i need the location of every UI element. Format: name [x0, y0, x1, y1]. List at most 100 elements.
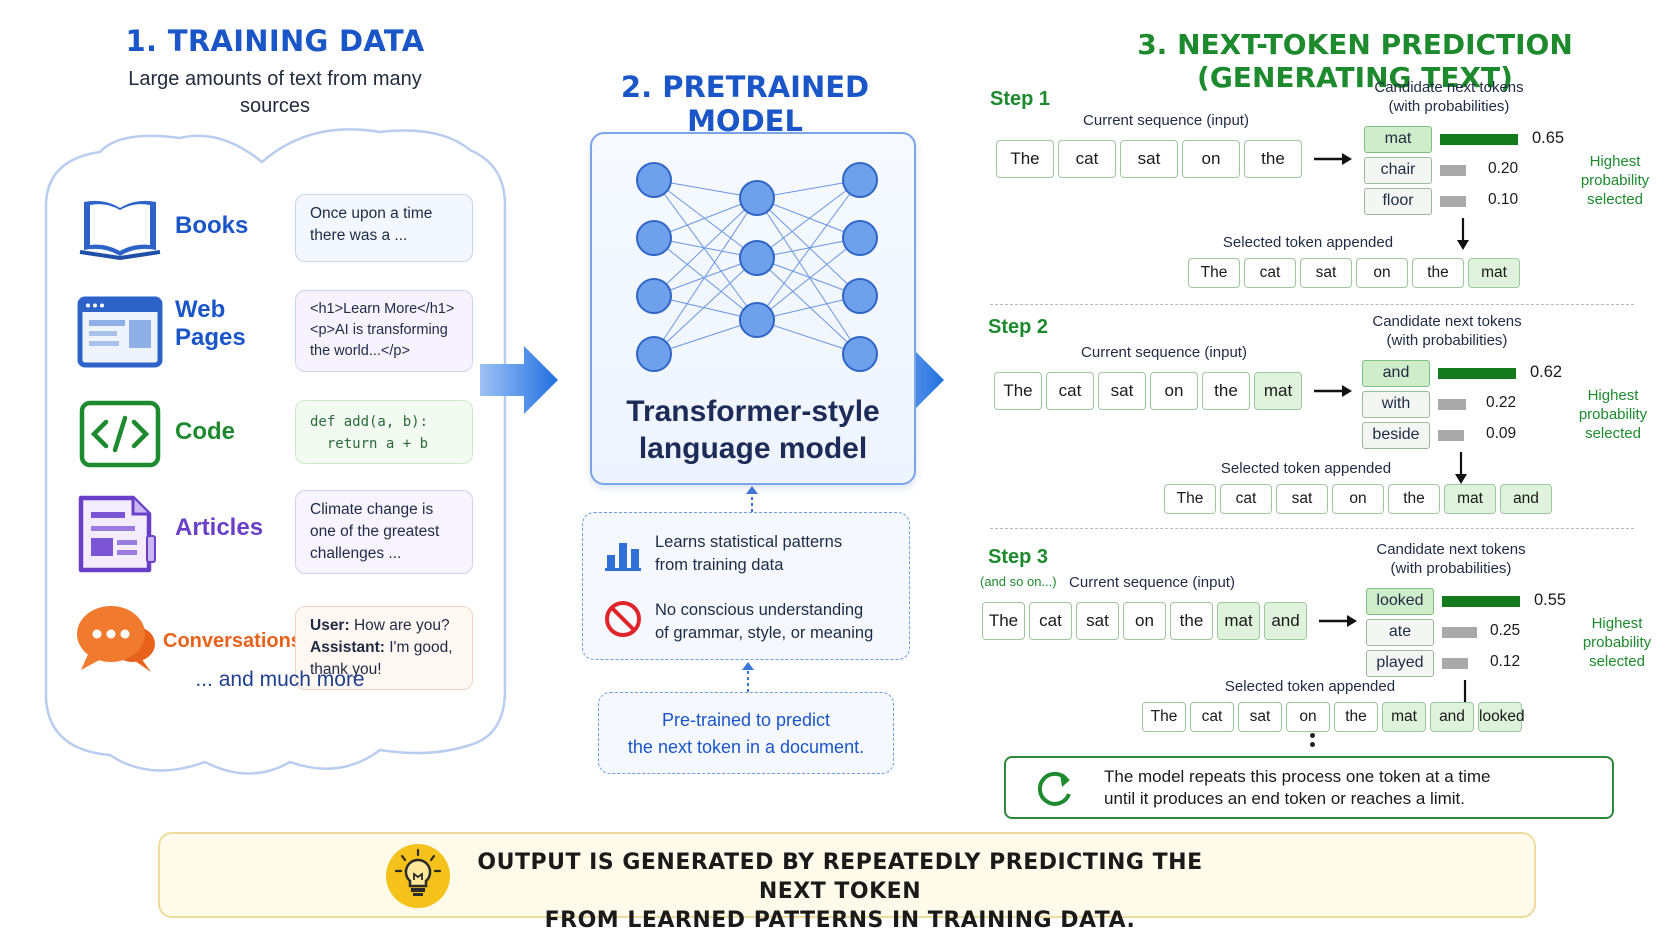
- web-page-icon: [77, 296, 163, 368]
- fact-1-line-2: from training data: [655, 556, 784, 574]
- dashed-up-arrow-icon-1: [746, 486, 758, 512]
- candidate-tokens-label: Candidate next tokens(with probabilities…: [1356, 540, 1546, 578]
- arrow-down-icon: [1452, 452, 1470, 486]
- input-token: mat: [1217, 602, 1260, 640]
- highest-note-line-1: Highest: [1591, 615, 1643, 632]
- probability-bar: [1440, 196, 1466, 207]
- refresh-icon: [1037, 771, 1071, 806]
- input-token: The: [982, 602, 1025, 640]
- open-book-icon: [79, 200, 161, 260]
- probability-value: 0.65: [1532, 129, 1565, 147]
- highest-note-line-1: Highest: [1587, 387, 1639, 404]
- repeat-process-box: [1004, 756, 1614, 819]
- probability-value: 0.20: [1488, 160, 1519, 177]
- candidate-token: looked: [1366, 588, 1434, 615]
- output-token: sat: [1300, 258, 1352, 288]
- source-articles: Articles Climate change is one of the gr…: [75, 490, 475, 574]
- input-token: on: [1182, 140, 1240, 178]
- input-token: on: [1150, 372, 1198, 410]
- probability-bar: [1442, 658, 1468, 669]
- step-divider-1: [990, 304, 1634, 305]
- output-token: the: [1334, 702, 1378, 732]
- output-token: sat: [1238, 702, 1282, 732]
- fact-2-line-2: of grammar, style, or meaning: [655, 624, 874, 642]
- model-name-line-1: Transformer-style: [626, 395, 880, 428]
- chat-bubbles-icon: [77, 606, 155, 672]
- output-token: and: [1500, 484, 1552, 514]
- source-example-code: def add(a, b): return a + b: [295, 400, 473, 464]
- arrow-right-icon-1: [480, 346, 558, 414]
- candidate-token: ate: [1366, 619, 1434, 646]
- candidate-tokens-label: Candidate next tokens(with probabilities…: [1354, 78, 1544, 116]
- candidates-line-1: Candidate next tokens: [1376, 541, 1526, 558]
- input-token: the: [1244, 140, 1302, 178]
- pretrained-line-1: Pre-trained to predict: [661, 710, 831, 730]
- highest-note-line-1: Highest: [1589, 153, 1641, 170]
- conversation-user-line: User: How are you?: [310, 615, 458, 637]
- source-web-pages: Web Pages <h1>Learn More</h1> <p>AI is t…: [75, 290, 475, 372]
- input-token: cat: [1058, 140, 1116, 178]
- candidates-line-1: Candidate next tokens: [1372, 313, 1522, 330]
- input-token: sat: [1076, 602, 1119, 640]
- training-data-subtitle: Large amounts of text from many sources: [128, 68, 422, 117]
- dashed-up-arrow-icon-2: [742, 662, 754, 692]
- candidates-line-2: (with probabilities): [1386, 332, 1508, 349]
- neural-network-icon: [636, 162, 878, 372]
- article-icon: [78, 495, 156, 573]
- highest-note-line-2: probability: [1582, 634, 1652, 651]
- candidate-token: chair: [1364, 157, 1432, 184]
- input-token: the: [1170, 602, 1213, 640]
- bar-chart-icon: [605, 543, 641, 571]
- input-token: sat: [1120, 140, 1178, 178]
- next-token-prediction-title: 3. NEXT-TOKEN PREDICTION (GENERATING TEX…: [1137, 28, 1573, 94]
- user-message: How are you?: [349, 617, 450, 634]
- light-bulb-icon: [386, 844, 450, 908]
- arrow-down-icon: [1454, 218, 1472, 252]
- arrow-right-icon: [1314, 150, 1354, 168]
- repeat-line-2: until it produces an end token or reache…: [1104, 789, 1465, 808]
- current-sequence-label: Current sequence (input): [1081, 344, 1247, 361]
- input-token: cat: [1046, 372, 1094, 410]
- source-conversations: Conversations User: How are you? Assista…: [75, 600, 475, 690]
- fact-no-understanding: No conscious understanding of grammar, s…: [655, 599, 873, 645]
- repeat-line-1: The model repeats this process one token…: [1104, 767, 1491, 786]
- candidates-line-2: (with probabilities): [1388, 98, 1510, 115]
- source-books: Books Once upon a time there was a ...: [75, 190, 475, 270]
- output-token: The: [1188, 258, 1240, 288]
- probability-value: 0.09: [1486, 425, 1517, 442]
- candidate-token: mat: [1364, 126, 1432, 153]
- probability-bar: [1438, 368, 1516, 379]
- probability-bar: [1438, 399, 1466, 410]
- current-sequence-label: Current sequence (input): [1069, 574, 1235, 591]
- output-token: the: [1412, 258, 1464, 288]
- highest-note-line-3: selected: [1587, 191, 1643, 208]
- output-token: mat: [1382, 702, 1426, 732]
- assistant-message: I'm good, thank you!: [310, 639, 453, 678]
- output-token: The: [1142, 702, 1186, 732]
- pretrained-line-2: the next token in a document.: [627, 737, 865, 757]
- conclusion-line-1: OUTPUT IS GENERATED BY REPEATEDLY PREDIC…: [477, 850, 1203, 904]
- output-token: looked: [1478, 702, 1525, 732]
- user-speaker: User:: [310, 617, 350, 634]
- arrow-right-icon: [1319, 612, 1359, 630]
- highest-note-line-2: probability: [1578, 406, 1648, 423]
- and-much-more-text: ... and much more: [195, 668, 365, 691]
- source-label-code: Code: [175, 418, 235, 445]
- conclusion-text: OUTPUT IS GENERATED BY REPEATEDLY PREDIC…: [440, 848, 1240, 935]
- input-token: sat: [1098, 372, 1146, 410]
- output-token: on: [1332, 484, 1384, 514]
- output-token: cat: [1244, 258, 1296, 288]
- pretrained-objective-box: Pre-trained to predict the next token in…: [598, 692, 894, 774]
- source-example-web-pages: <h1>Learn More</h1> <p>AI is transformin…: [295, 290, 473, 372]
- candidate-token: beside: [1362, 422, 1430, 449]
- step-label: Step 2: [988, 316, 1049, 338]
- prohibited-icon: [605, 601, 641, 637]
- output-token: and: [1430, 702, 1474, 732]
- source-label-pages: Pages: [175, 324, 246, 351]
- source-label-conversations: Conversations: [163, 630, 302, 652]
- output-token: on: [1286, 702, 1330, 732]
- output-token: the: [1388, 484, 1440, 514]
- step-label: Step 1: [990, 88, 1051, 110]
- source-example-books: Once upon a time there was a ...: [295, 194, 473, 262]
